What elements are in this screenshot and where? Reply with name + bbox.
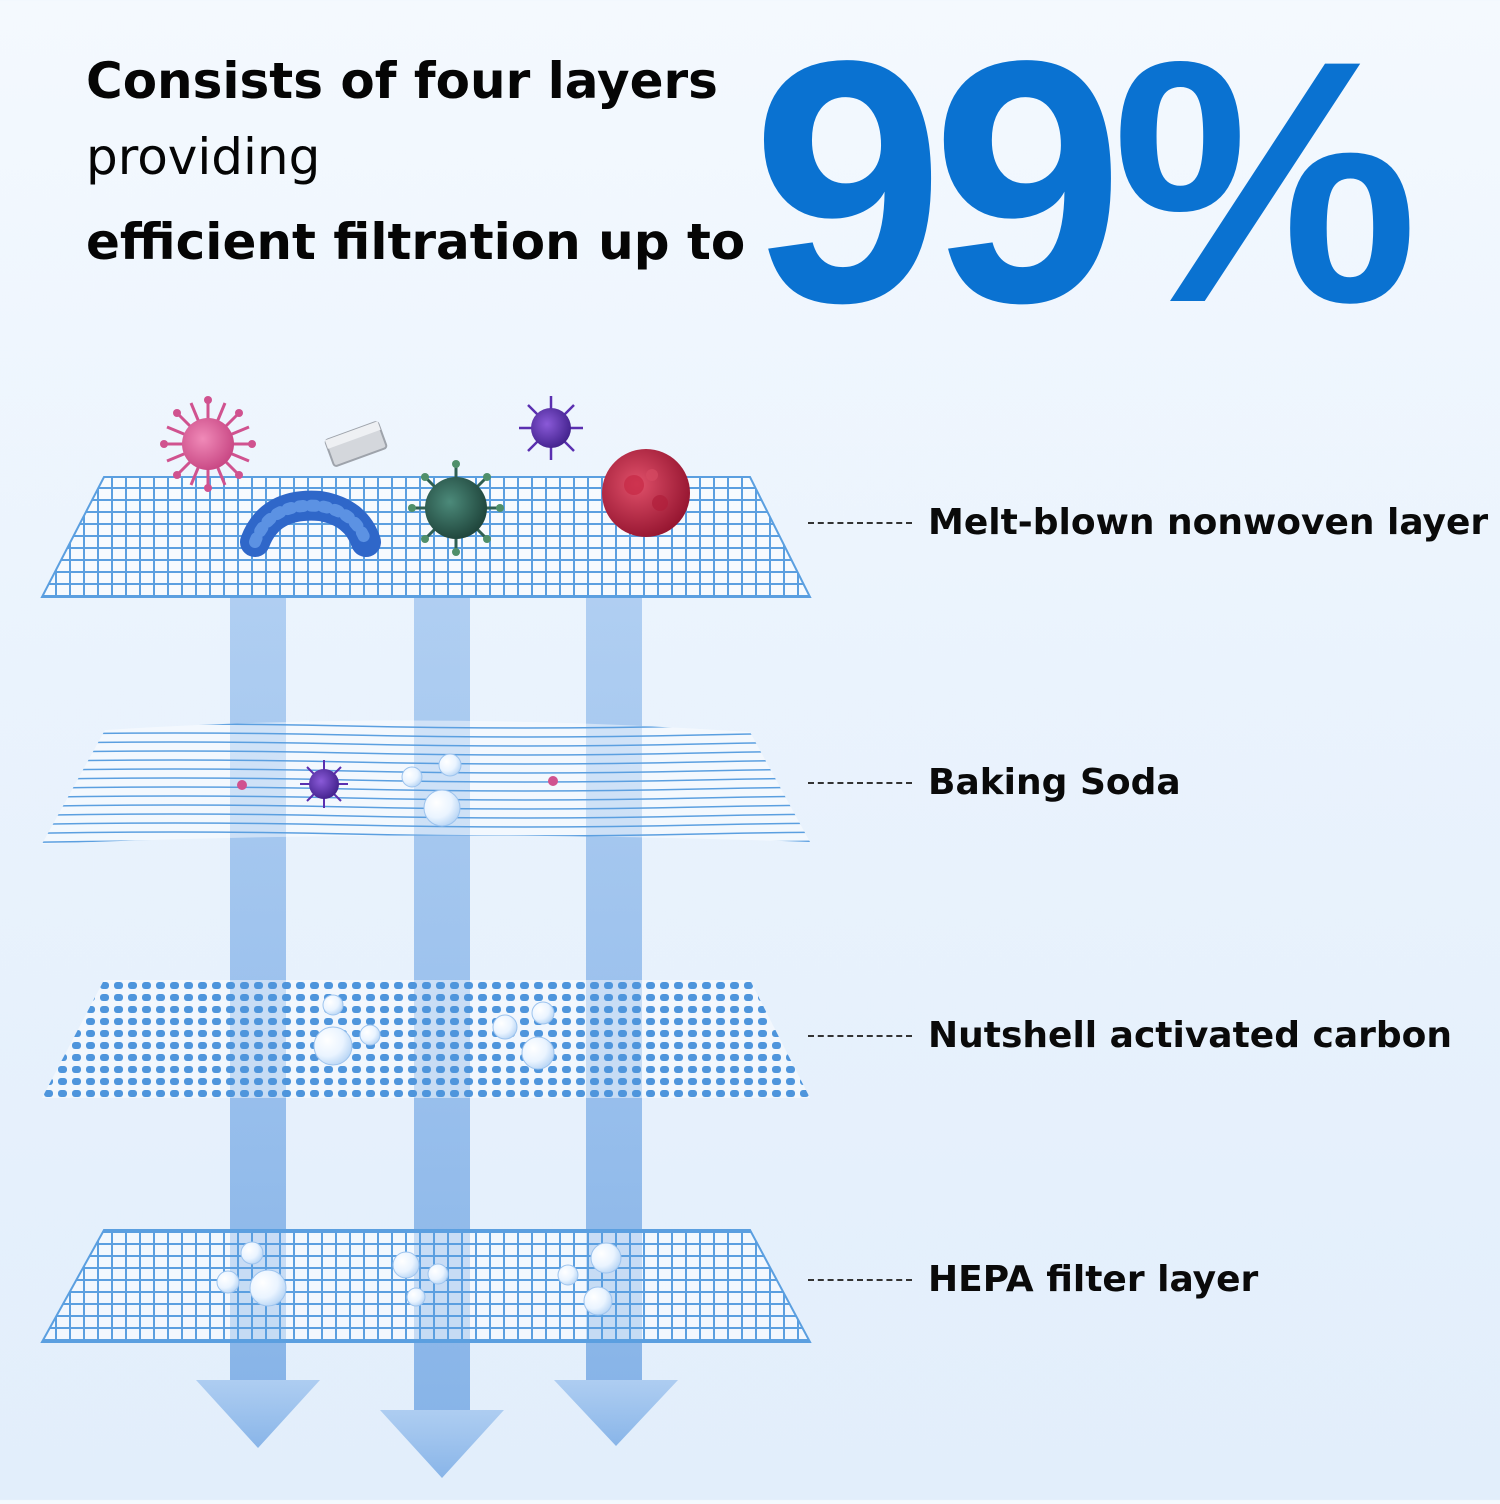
virus-pink-icon bbox=[160, 396, 256, 492]
headline-line-3: efficient filtration up to bbox=[86, 213, 746, 271]
label-hepa: HEPA filter layer bbox=[808, 1259, 1258, 1300]
headline-line-2: providing bbox=[86, 128, 321, 186]
filter-layers-diagram: Melt-blown nonwoven layer Baking Soda Nu… bbox=[0, 380, 1500, 1500]
leader-dash bbox=[808, 1034, 912, 1037]
cell-red-icon bbox=[602, 449, 690, 537]
label-text: Baking Soda bbox=[928, 762, 1181, 803]
leader-dash bbox=[808, 781, 912, 784]
leader-dash bbox=[808, 1278, 912, 1281]
headline: Consists of four layers providing effici… bbox=[86, 50, 745, 282]
label-activated-carbon: Nutshell activated carbon bbox=[808, 1015, 1452, 1056]
virus-small-pink-icon bbox=[237, 776, 558, 790]
leader-dash bbox=[808, 521, 912, 524]
label-baking-soda: Baking Soda bbox=[808, 762, 1181, 803]
label-text: Melt-blown nonwoven layer bbox=[928, 502, 1489, 543]
layer-hepa bbox=[40, 1229, 812, 1343]
headline-line-1: Consists of four layers bbox=[86, 52, 718, 110]
label-text: HEPA filter layer bbox=[928, 1259, 1259, 1300]
virus-purple-small-icon bbox=[300, 760, 348, 808]
label-text: Nutshell activated carbon bbox=[928, 1015, 1453, 1056]
layer-activated-carbon bbox=[42, 980, 810, 1098]
virus-green-icon bbox=[408, 460, 504, 556]
efficiency-percent: 99% bbox=[752, 0, 1419, 375]
virus-purple-icon bbox=[519, 396, 583, 460]
bubble-icon bbox=[216, 753, 622, 1316]
label-melt-blown: Melt-blown nonwoven layer bbox=[808, 502, 1488, 543]
layer-baking-soda bbox=[42, 720, 810, 844]
debris-gray-icon bbox=[324, 421, 388, 467]
filter-illustration bbox=[40, 396, 812, 1478]
bacteria-blue-icon bbox=[240, 490, 381, 557]
